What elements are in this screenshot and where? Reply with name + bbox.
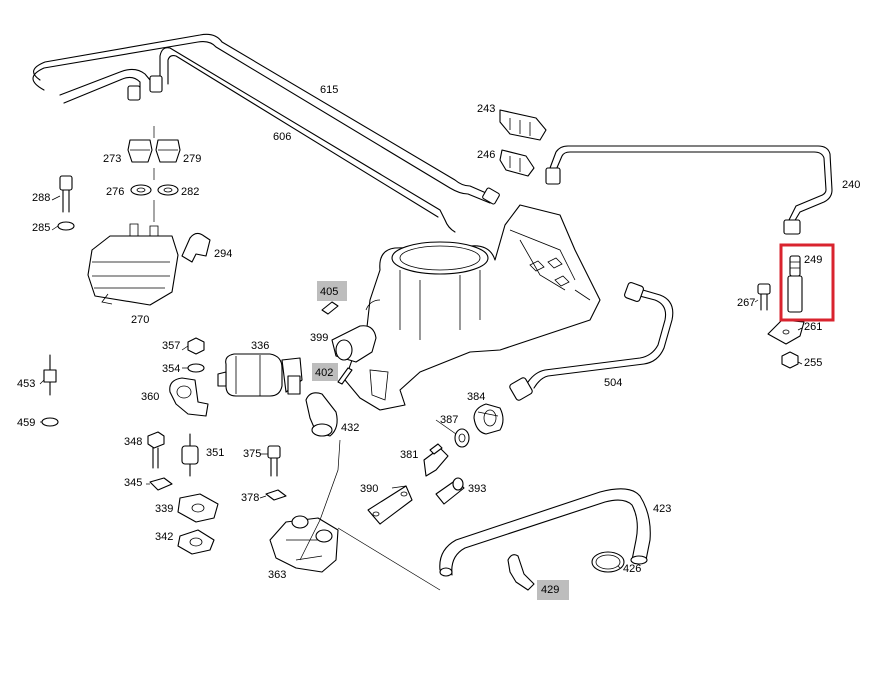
pin-402	[337, 367, 353, 385]
label-276[interactable]: 276	[106, 186, 124, 198]
label-423[interactable]: 423	[653, 503, 671, 515]
connector-243	[499, 109, 547, 141]
pipe-399	[331, 325, 377, 363]
part-labels: 615 606 243 246 240 273 279 276 282 288 …	[17, 84, 860, 596]
label-375[interactable]: 375	[243, 448, 261, 460]
housing-363	[269, 515, 339, 573]
leader-lines	[299, 411, 499, 591]
washer-378	[265, 489, 287, 501]
label-285[interactable]: 285	[32, 222, 50, 234]
label-354[interactable]: 354	[162, 363, 180, 375]
selected-part-box-249	[779, 243, 835, 322]
label-390[interactable]: 390	[360, 483, 378, 495]
label-342[interactable]: 342	[155, 531, 173, 543]
label-255[interactable]: 255	[804, 357, 822, 369]
label-453[interactable]: 453	[17, 378, 35, 390]
label-606[interactable]: 606	[273, 131, 291, 143]
label-504[interactable]: 504	[604, 377, 622, 389]
label-249[interactable]: 249	[804, 254, 822, 266]
label-288[interactable]: 288	[32, 192, 50, 204]
highlight-402	[312, 363, 338, 381]
label-429[interactable]: 429	[541, 584, 559, 596]
screw-288	[57, 175, 75, 231]
plug-384	[473, 403, 504, 435]
flange-339	[177, 493, 219, 523]
sensor-453	[41, 354, 59, 427]
hose-294	[181, 232, 211, 263]
pipe-240	[545, 145, 833, 235]
throttle-housing	[344, 204, 601, 411]
label-459[interactable]: 459	[17, 417, 35, 429]
label-270[interactable]: 270	[131, 314, 149, 326]
gasket-342	[177, 529, 215, 555]
label-348[interactable]: 348	[124, 436, 142, 448]
label-384[interactable]: 384	[467, 391, 485, 403]
highlight-429	[537, 580, 569, 600]
pressure-regulator-270	[87, 223, 179, 306]
union-nut-top	[127, 75, 500, 205]
label-261[interactable]: 261	[804, 321, 822, 333]
label-336[interactable]: 336	[251, 340, 269, 352]
bolt-267	[757, 283, 771, 311]
valve-381	[423, 443, 449, 477]
label-357[interactable]: 357	[162, 340, 180, 352]
bracket-360	[169, 377, 209, 417]
label-387[interactable]: 387	[440, 414, 458, 426]
label-240[interactable]: 240	[842, 179, 860, 191]
clip-429	[507, 554, 535, 591]
label-360[interactable]: 360	[141, 391, 159, 403]
label-267[interactable]: 267	[737, 297, 755, 309]
label-402[interactable]: 402	[315, 367, 333, 379]
valve-249	[787, 255, 803, 313]
label-363[interactable]: 363	[268, 569, 286, 581]
label-243[interactable]: 243	[477, 103, 495, 115]
label-246[interactable]: 246	[477, 149, 495, 161]
pipe-606	[159, 47, 456, 233]
hose-432	[305, 392, 338, 437]
hose-423	[439, 488, 651, 577]
highlight-405	[317, 281, 347, 301]
bolt-375	[267, 445, 281, 477]
pin-405	[321, 301, 339, 315]
label-432[interactable]: 432	[341, 422, 359, 434]
nut-255	[781, 351, 799, 369]
nut-357	[187, 337, 205, 355]
label-273[interactable]: 273	[103, 153, 121, 165]
label-426[interactable]: 426	[623, 563, 641, 575]
bracket-261	[767, 319, 805, 345]
valve-336	[217, 353, 303, 397]
label-294[interactable]: 294	[214, 248, 232, 260]
label-339[interactable]: 339	[155, 503, 173, 515]
nozzle-393	[435, 477, 465, 505]
label-351[interactable]: 351	[206, 447, 224, 459]
nipple-273-279	[127, 139, 181, 163]
plate-390	[367, 485, 413, 525]
label-381[interactable]: 381	[400, 449, 418, 461]
pipe-615	[32, 33, 494, 204]
label-393[interactable]: 393	[468, 483, 486, 495]
label-405[interactable]: 405	[320, 286, 338, 298]
label-615[interactable]: 615	[320, 84, 338, 96]
label-399[interactable]: 399	[310, 332, 328, 344]
label-279[interactable]: 279	[183, 153, 201, 165]
washer-276-282	[130, 184, 179, 196]
label-leaders	[39, 126, 803, 569]
label-378[interactable]: 378	[241, 492, 259, 504]
pipe-504	[509, 282, 674, 401]
label-282[interactable]: 282	[181, 186, 199, 198]
sensor-351	[181, 433, 199, 477]
clamp-426	[591, 551, 625, 573]
washer-354	[187, 363, 205, 373]
washer-345	[149, 477, 173, 491]
label-345[interactable]: 345	[124, 477, 142, 489]
connector-246	[499, 149, 535, 177]
screw-348	[147, 431, 165, 469]
ring-387	[454, 428, 470, 448]
